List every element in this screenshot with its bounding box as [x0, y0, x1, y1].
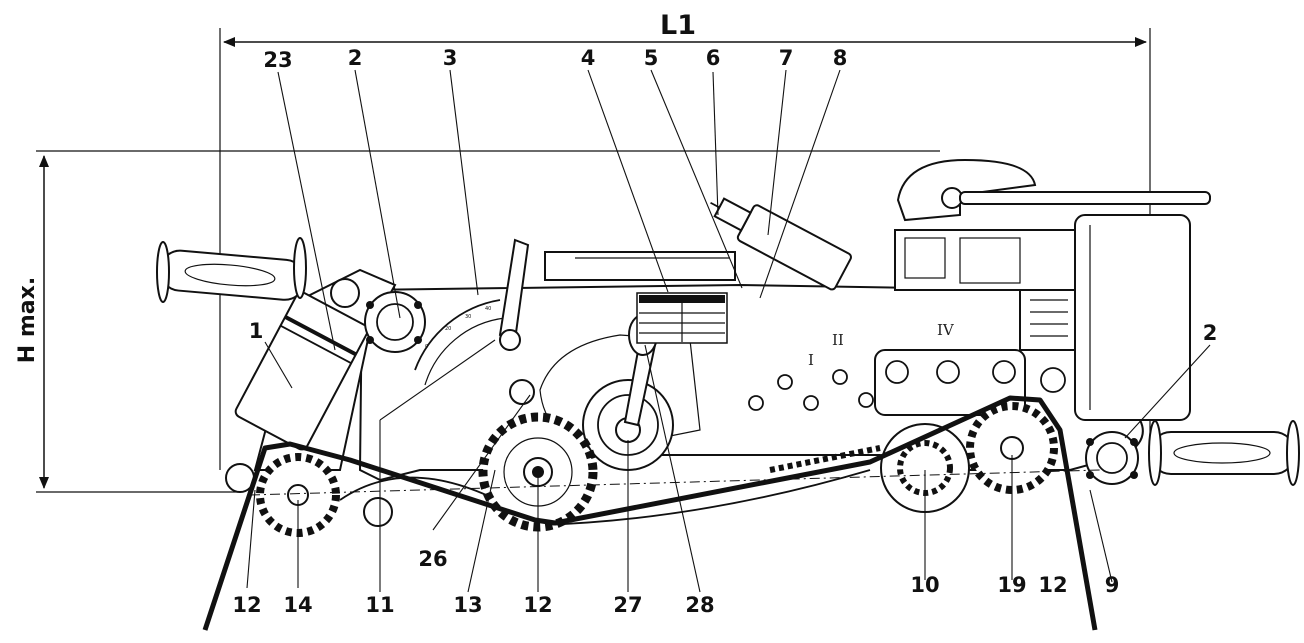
svg-text:0: 0 — [425, 344, 428, 350]
callout-3: 3 — [443, 46, 458, 70]
left-handle — [156, 237, 307, 303]
lever-pivot — [499, 329, 521, 351]
switch-cylinder — [710, 197, 852, 291]
callout-9: 9 — [1105, 573, 1120, 597]
callout-26: 26 — [418, 547, 447, 571]
gear-numeral-i: I — [808, 351, 814, 369]
machine-body: 0 20 30 40 — [156, 158, 1300, 631]
callout-2-right: 2 — [1203, 321, 1218, 345]
heater-cylinder — [234, 291, 369, 451]
callout-7: 7 — [779, 46, 794, 70]
callout-23: 23 — [263, 48, 292, 72]
pressure-knob-left — [364, 291, 426, 353]
callout-2-top: 2 — [348, 46, 363, 70]
angle-scale: 0 20 30 40 — [414, 299, 506, 386]
callout-6: 6 — [706, 46, 721, 70]
top-lever — [896, 158, 1211, 222]
drive-plate — [874, 349, 1066, 416]
center-line — [249, 469, 1101, 496]
callout-5: 5 — [644, 46, 659, 70]
hmax-label: H max. — [15, 277, 40, 363]
welding-belt — [202, 395, 1098, 631]
svg-text:20: 20 — [445, 326, 451, 332]
tension-roller — [509, 379, 535, 405]
callout-8: 8 — [833, 46, 848, 70]
callouts: 23 2 3 4 5 6 7 8 1 2 26 12 14 11 13 12 2… — [232, 46, 1217, 617]
callout-28: 28 — [685, 593, 714, 617]
callout-19: 19 — [997, 573, 1026, 597]
info-plate — [636, 292, 728, 344]
callout-14: 14 — [283, 593, 312, 617]
svg-text:40: 40 — [485, 306, 491, 312]
callout-11: 11 — [365, 593, 394, 617]
leader-lines — [246, 69, 1211, 593]
right-handle — [1148, 420, 1300, 486]
callout-12-b: 12 — [523, 593, 552, 617]
callout-13: 13 — [453, 593, 482, 617]
sprocket-12-right — [966, 402, 1058, 494]
callout-10: 10 — [910, 573, 939, 597]
pressure-knob-right — [1085, 431, 1139, 485]
callout-1: 1 — [249, 319, 264, 343]
dimension-lines: L1 H max. — [15, 10, 1151, 493]
gear-numeral-iv: IV — [937, 321, 955, 339]
callout-4: 4 — [581, 46, 596, 70]
drive-chain — [769, 445, 881, 473]
motor-block — [894, 214, 1191, 421]
svg-text:30: 30 — [465, 314, 471, 320]
callout-12-a: 12 — [232, 593, 261, 617]
gear-numeral-ii: II — [832, 331, 844, 349]
upper-left-bolt — [330, 278, 360, 308]
guide-roller — [363, 497, 393, 527]
callout-12-c: 12 — [1038, 573, 1067, 597]
callout-27: 27 — [613, 593, 642, 617]
gear-holes — [748, 369, 874, 411]
top-rail — [544, 251, 736, 281]
l1-label: L1 — [660, 10, 696, 41]
